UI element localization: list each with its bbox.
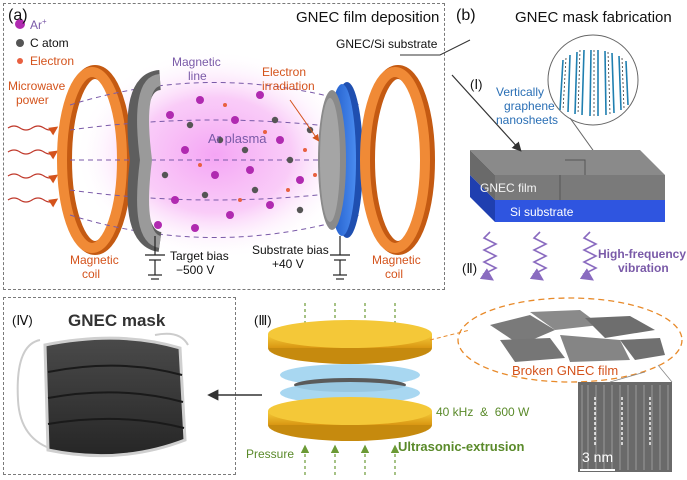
ar-plasma-label: Ar plasma	[208, 131, 267, 146]
legend-ar-marker	[15, 19, 25, 29]
gnec-mask-illustration	[16, 332, 189, 458]
panel-a-frame	[3, 3, 445, 290]
legend-electron: Electron	[30, 54, 75, 68]
target-bias-label-2: −500 V	[176, 263, 215, 277]
tem-scale-label: 3 nm	[582, 449, 614, 465]
right-coil-label-1: Magnetic	[372, 253, 421, 267]
hf-vibration-label-2: vibration	[618, 261, 669, 275]
tem-inset	[578, 382, 672, 472]
hf-vibration-label-1: High-frequency	[598, 247, 687, 261]
panel-iv-frame	[3, 297, 236, 475]
substrate-bias-label-2: +40 V	[272, 257, 304, 271]
ar-ions	[154, 91, 304, 232]
broken-gnec-film	[457, 297, 683, 383]
panel-a-letter: (a)	[8, 7, 28, 24]
nanosheet-label-3: nanosheets	[496, 113, 559, 127]
left-coil-label-2: coil	[82, 267, 101, 281]
legend-ar-sup: +	[42, 17, 47, 26]
inset-leader-1	[609, 371, 646, 383]
step2-label: (Ⅱ)	[462, 261, 478, 276]
panel-b-letter: (b)	[456, 7, 476, 24]
panel-iv-title: GNEC mask	[68, 311, 166, 330]
c-atoms	[161, 116, 314, 214]
step4-label: (Ⅳ)	[12, 313, 33, 328]
pressure-label: Pressure	[246, 447, 295, 461]
gnec-film-label: GNEC film	[480, 181, 537, 195]
panel-a-title: GNEC film deposition	[296, 9, 440, 26]
right-coil-label-2: coil	[385, 267, 404, 281]
magnetic-line-label-1: Magnetic	[172, 55, 221, 69]
target-electrode	[127, 70, 163, 252]
right-magnetic-coil	[360, 65, 435, 255]
electron-irr-arrow	[289, 99, 320, 142]
gnec-film-block	[470, 150, 665, 200]
magnetic-line-label-2: line	[188, 69, 207, 83]
pressure-arrows-bottom	[300, 444, 400, 475]
nanosheet-label-1: Vertically	[496, 85, 545, 99]
left-coil-label-1: Magnetic	[70, 253, 119, 267]
microwave-label-line2: power	[16, 93, 49, 107]
legend-ar: Ar+	[30, 17, 47, 32]
substrate-leader	[400, 39, 471, 56]
broken-to-extrusion-link	[429, 329, 471, 341]
nanosheet-label-2: graphene	[504, 99, 555, 113]
legend-ar-text: Ar	[30, 18, 42, 32]
panel-b-title: GNEC mask fabrication	[515, 9, 672, 26]
microwave-label-line1: Microwave	[8, 79, 66, 93]
inset-leader-2	[657, 364, 673, 383]
step3-label: (Ⅲ)	[254, 313, 272, 328]
electron-irradiation-label-2: irradiation	[262, 79, 315, 93]
microwave-waves	[7, 125, 59, 208]
step1-arrow	[451, 74, 522, 152]
electrons	[198, 103, 317, 202]
bias-circuit	[145, 236, 350, 280]
legend-electron-marker	[17, 58, 23, 64]
substrate-label: GNEC/Si substrate	[336, 37, 438, 51]
ultrasonic-params: 40 kHz & 600 W	[436, 405, 530, 419]
upper-plate	[268, 320, 432, 364]
legend-c-atom: C atom	[30, 36, 69, 50]
si-substrate-label: Si substrate	[510, 205, 574, 219]
target-bias-label-1: Target bias	[170, 249, 229, 263]
gnec-si-substrate	[318, 82, 363, 238]
broken-film-label: Broken GNEC film	[512, 363, 619, 378]
vibration-arrows	[479, 231, 598, 281]
pressure-arrows-top	[300, 303, 400, 333]
legend-c-marker	[16, 39, 24, 47]
step1-label: (Ⅰ)	[470, 77, 483, 92]
nanosheet-zoom	[547, 34, 639, 126]
lower-plate	[268, 397, 432, 441]
ultrasonic-extrusion-label: Ultrasonic-extrusion	[398, 439, 525, 454]
substrate-bias-label-1: Substrate bias	[252, 243, 329, 257]
si-substrate-block	[470, 175, 665, 222]
electron-irradiation-label-1: Electron	[262, 65, 307, 79]
